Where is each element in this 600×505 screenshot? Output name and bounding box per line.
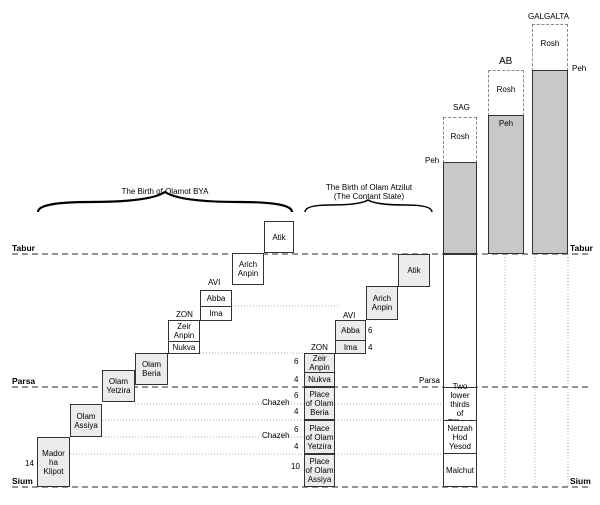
atz-nukva-box: Nukva	[304, 372, 335, 387]
galgalta-peh-label: Peh	[572, 64, 587, 73]
atz-place-beria-box: Place of Olam Beria	[304, 387, 335, 420]
atz-avi-label: AVI	[343, 311, 356, 320]
atz-num-6-abba: 6	[368, 326, 373, 335]
bya-num-14: 14	[25, 459, 34, 468]
atzilut-brace	[304, 199, 433, 213]
sag-malchut-box: Malchut	[443, 453, 477, 487]
atz-zeir-anpin-box: Zeir Anpin	[304, 353, 335, 373]
bya-olam-yetzira-box: Olam Yetzira	[102, 370, 135, 402]
atz-atik-box: Atik	[398, 254, 430, 287]
sag-guf-box	[443, 162, 477, 254]
chazeh-label-2: Chazeh	[262, 431, 290, 440]
sag-parsa-label: Parsa	[419, 376, 440, 385]
sag-peh-label: Peh	[425, 156, 440, 165]
bya-olam-assiya-box: Olam Assiya	[70, 404, 102, 437]
sag-rosh-box: Rosh	[443, 117, 477, 163]
atz-abba-box: Abba	[335, 320, 366, 341]
ab-guf-box: Peh	[488, 115, 524, 254]
atz-arich-anpin-box: Arich Anpin	[366, 286, 398, 320]
sag-nhy-box: Netzah Hod Yesod	[443, 420, 477, 454]
atz-num-4-nukva: 4	[294, 375, 299, 384]
atz-ima-box: Ima	[335, 340, 366, 354]
bya-atik-box: Atik	[264, 221, 294, 253]
bya-arich-anpin-box: Arich Anpin	[232, 253, 264, 285]
atz-zon-label: ZON	[311, 343, 328, 352]
ab-rosh-box: Rosh	[488, 70, 524, 116]
atz-num-4-ima: 4	[368, 343, 373, 352]
chazeh-label-1: Chazeh	[262, 398, 290, 407]
ab-name: AB	[499, 56, 513, 67]
sag-tifferet-box: Two lower thirds of Tifferet	[443, 382, 477, 427]
tabur-label-right: Tabur	[570, 243, 593, 253]
bya-brace	[36, 190, 294, 213]
bya-olam-beria-box: Olam Beria	[135, 353, 168, 385]
bya-abba-box: Abba	[200, 290, 232, 307]
sium-label-right: Sium	[570, 476, 591, 486]
atz-place-assiya-box: Place of Olam Assiya	[304, 454, 335, 487]
sag-name: SAG	[453, 103, 470, 112]
atz-num-6-beria: 6	[294, 391, 299, 400]
bya-ima-box: Ima	[200, 306, 232, 321]
bya-zeir-anpin-box: Zeir Anpin	[168, 320, 200, 342]
atzilut-header: The Birth of Olam Atzilut (The Contant S…	[325, 183, 413, 201]
atz-place-yetzira-box: Place of Olam Yetzira	[304, 420, 335, 454]
atz-num-4-yetzira: 4	[294, 442, 299, 451]
bya-nukva-box: Nukva	[168, 341, 200, 354]
atz-num-4-beria: 4	[294, 407, 299, 416]
atz-num-6-za: 6	[294, 357, 299, 366]
galgalta-name: GALGALTA	[528, 12, 570, 21]
galgalta-guf-box	[532, 70, 568, 254]
atz-num-6-yetzira: 6	[294, 425, 299, 434]
bya-header: The Birth of Olamot BYA	[121, 187, 209, 196]
bya-avi-label: AVI	[208, 278, 221, 287]
atz-num-10-assiya: 10	[291, 462, 300, 471]
sium-label-left: Sium	[12, 476, 33, 486]
bya-zon-label: ZON	[176, 310, 193, 319]
parsa-label: Parsa	[12, 376, 36, 386]
galgalta-rosh-box: Rosh	[532, 24, 568, 71]
bya-mador-klipot-box: Mador ha Klipot	[37, 437, 70, 487]
tabur-label-left: Tabur	[12, 243, 35, 253]
